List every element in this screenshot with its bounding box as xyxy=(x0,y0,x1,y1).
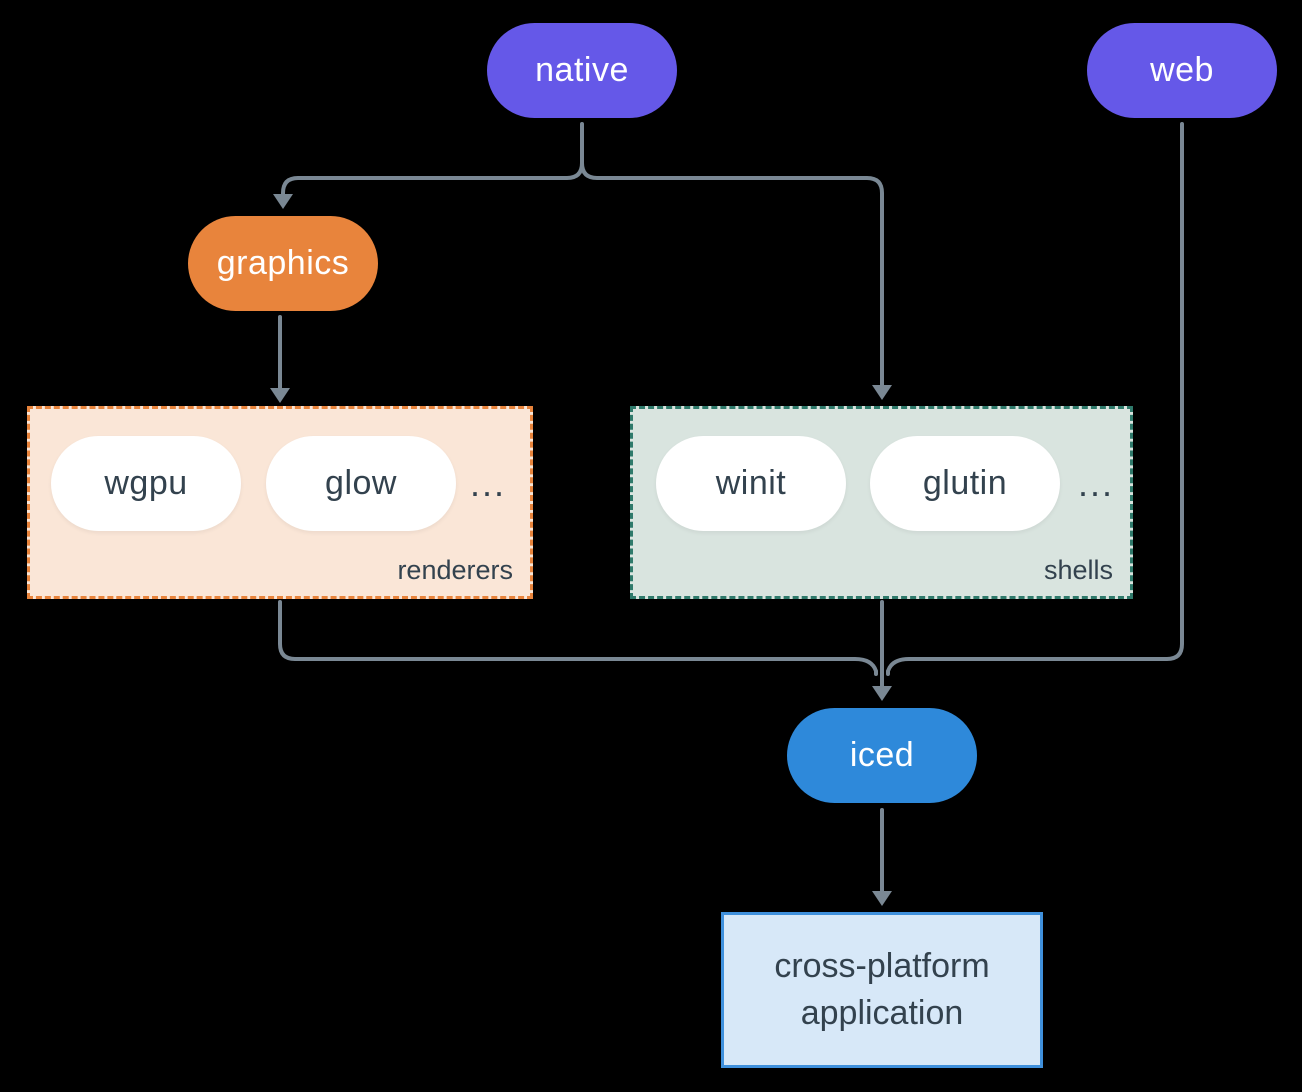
pill-glutin-label: glutin xyxy=(922,464,1008,502)
pill-winit: winit xyxy=(656,436,846,531)
node-graphics: graphics xyxy=(188,216,378,311)
connector-native-to-graphics xyxy=(281,161,584,196)
node-native: native xyxy=(487,23,677,118)
renderers-group-label: renderers xyxy=(397,555,513,585)
pill-wgpu-label: wgpu xyxy=(104,464,188,502)
node-native-label: native xyxy=(535,51,629,89)
node-graphics-label: graphics xyxy=(216,244,350,282)
pill-wgpu: wgpu xyxy=(51,436,241,531)
pill-glutin: glutin xyxy=(870,436,1060,531)
application-box: cross-platform application xyxy=(721,912,1043,1068)
pill-winit-label: winit xyxy=(715,464,787,502)
node-web: web xyxy=(1087,23,1277,118)
node-web-label: web xyxy=(1150,51,1214,89)
pill-glow-label: glow xyxy=(325,464,397,502)
pill-glow: glow xyxy=(266,436,456,531)
arrowhead-into-graphics xyxy=(273,194,293,209)
group-renderers: wgpu glow ... renderers xyxy=(27,406,533,599)
connector-native-to-shells xyxy=(580,161,884,387)
node-iced: iced xyxy=(787,708,977,803)
connector-web-to-iced xyxy=(886,122,1184,676)
renderers-ellipsis: ... xyxy=(469,462,506,504)
arrowhead-into-application xyxy=(872,891,892,906)
application-label-line2: application xyxy=(800,994,964,1032)
application-label-line1: cross-platform xyxy=(774,947,990,985)
shells-group-label: shells xyxy=(1043,555,1113,585)
connector-renderers-to-iced xyxy=(278,600,878,676)
node-iced-label: iced xyxy=(849,736,915,774)
arrowhead-into-renderers xyxy=(270,388,290,403)
arrowhead-into-shells xyxy=(872,385,892,400)
arrowhead-into-iced xyxy=(872,686,892,701)
shells-ellipsis: ... xyxy=(1077,462,1114,504)
group-shells: winit glutin ... shells xyxy=(630,406,1133,599)
